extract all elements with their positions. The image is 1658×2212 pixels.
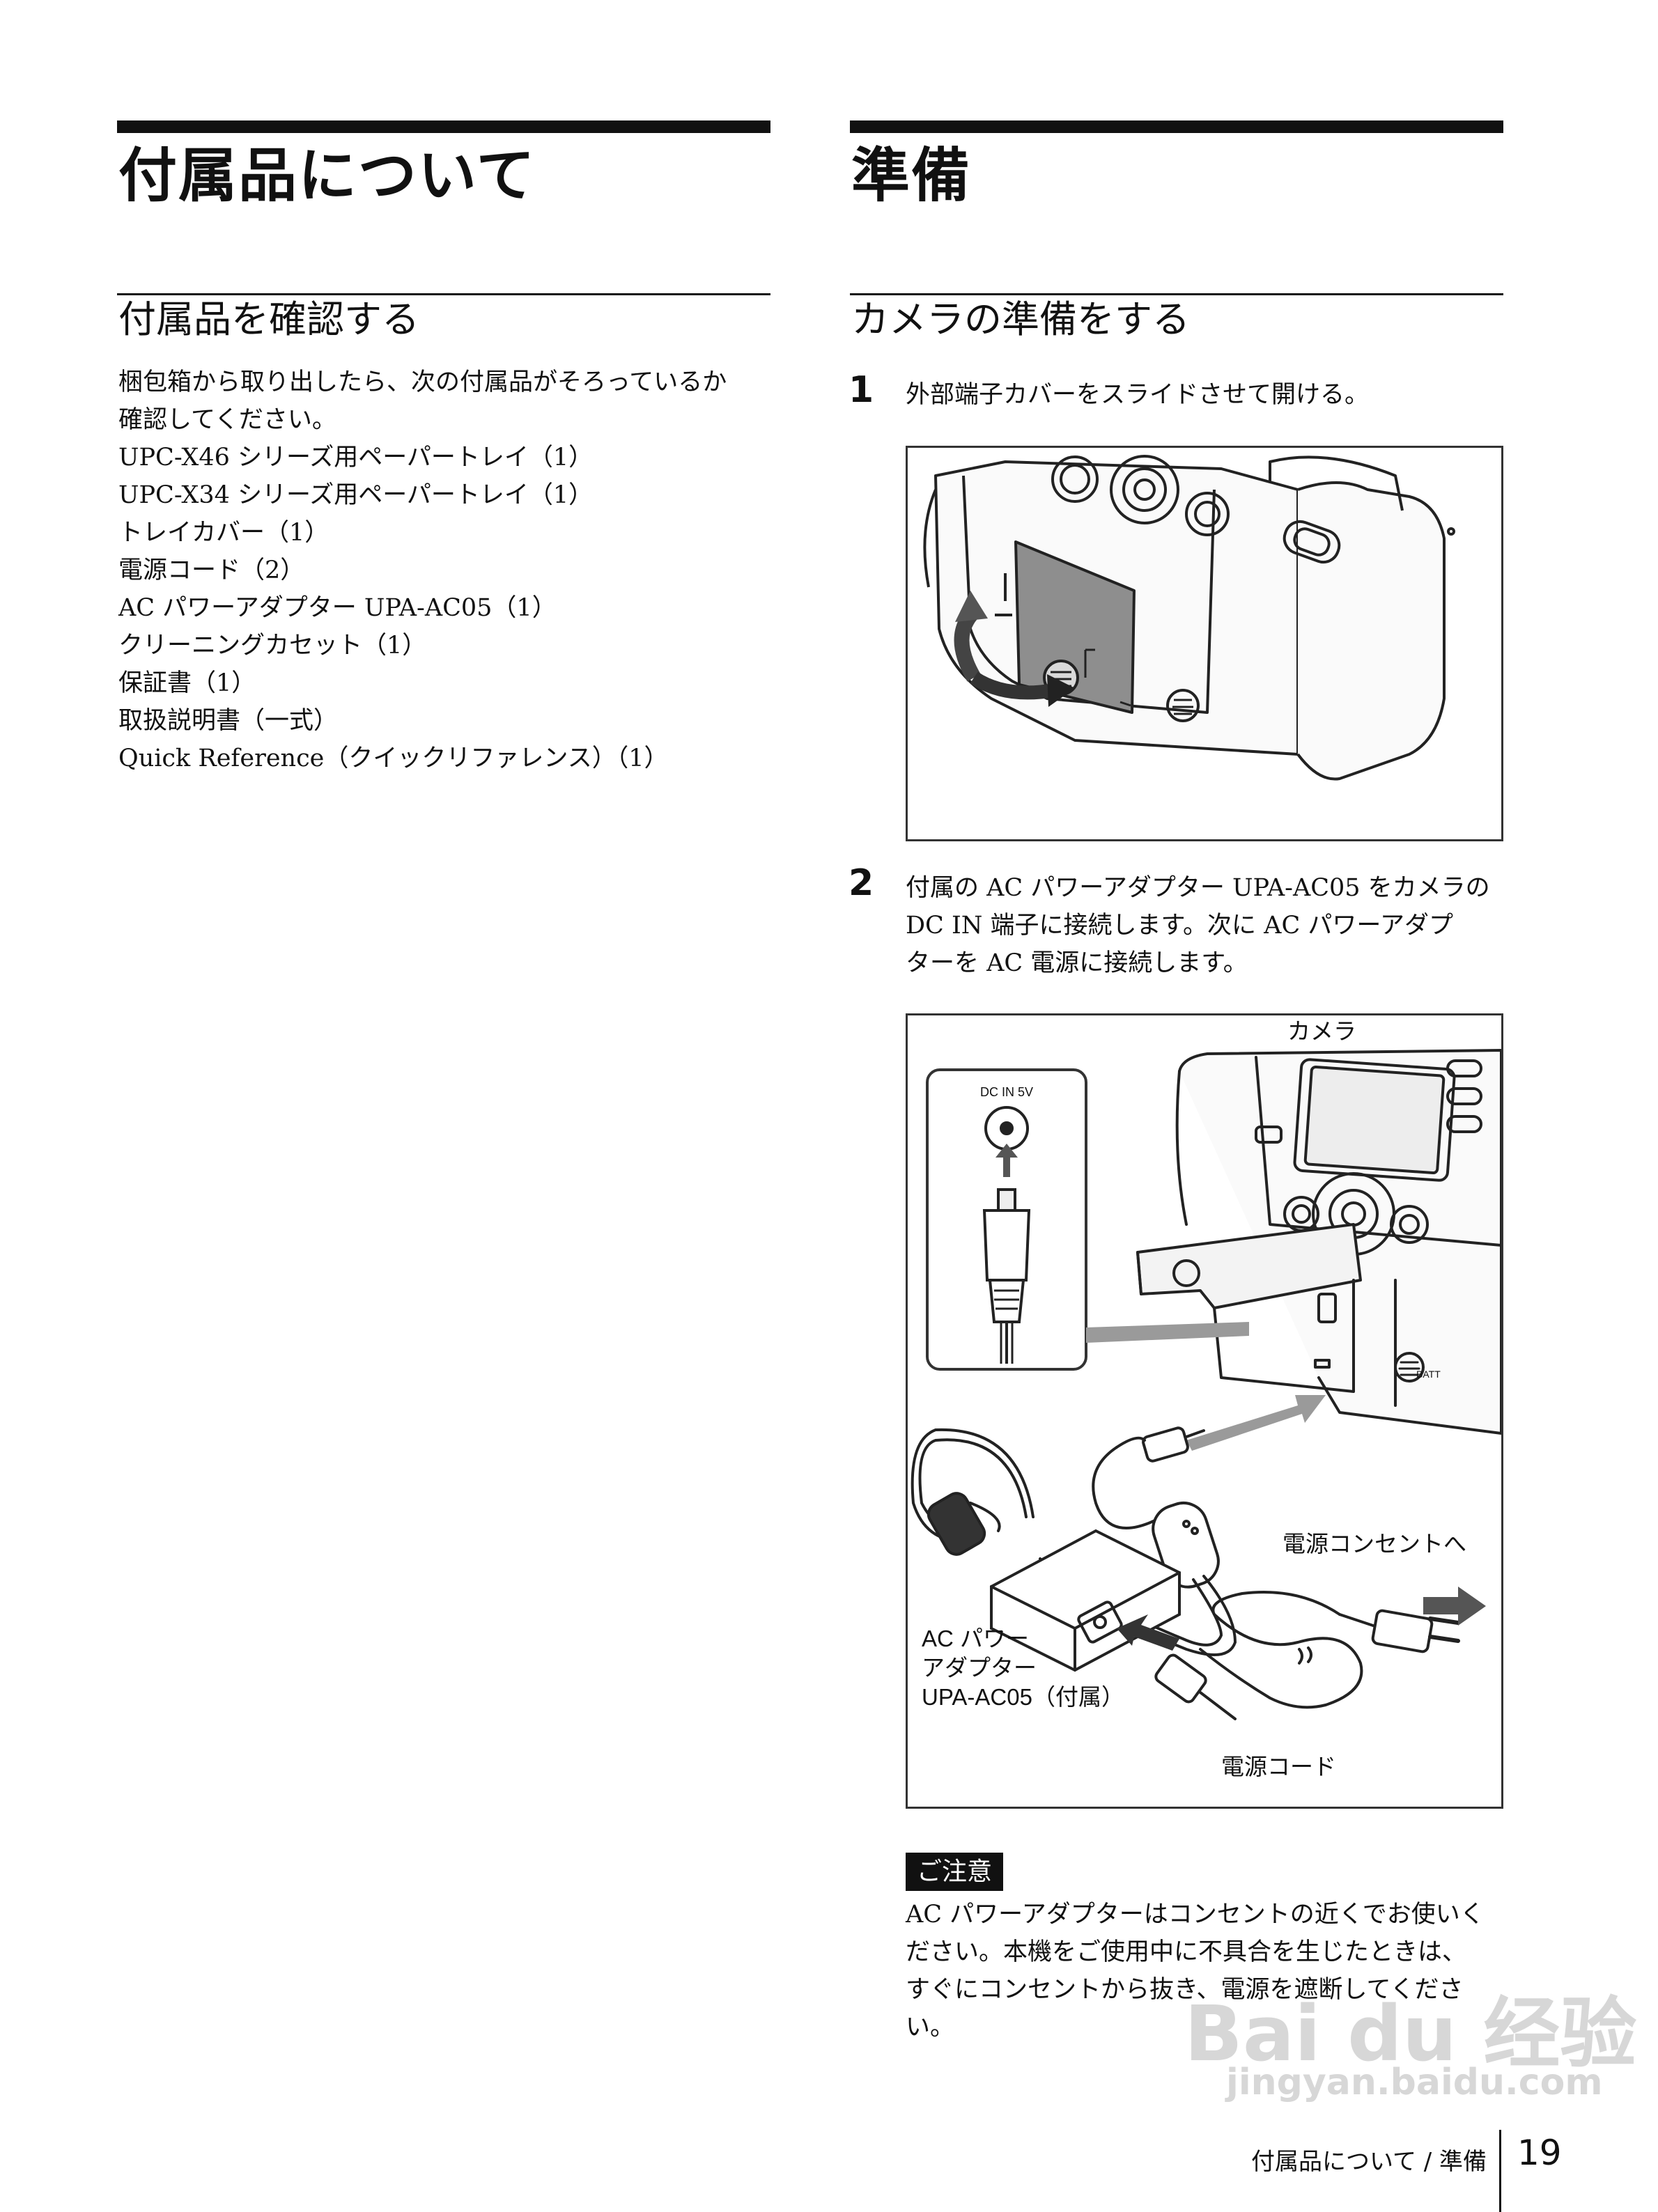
note-badge: ご注意 <box>906 1853 1004 1892</box>
chapter-title-right: 準備 <box>851 141 972 210</box>
adapter-label-line: UPA-AC05（付属） <box>922 1684 1124 1710</box>
page-number: 19 <box>1517 2133 1562 2173</box>
step-text: 外部端子カバーをスライドさせて開ける。 <box>906 376 1369 414</box>
batt-label: BATT <box>1416 1369 1441 1380</box>
note-line: い。 <box>906 2014 955 2041</box>
camera-cover-illustration <box>923 455 1455 781</box>
list-item: UPC-X46 シリーズ用ペーパートレイ（1） <box>118 444 594 472</box>
list-item: トレイカバー（1） <box>118 519 330 547</box>
list-item: 電源コード（2） <box>118 556 305 584</box>
section-rule-right <box>850 293 1503 295</box>
note-line: AC パワーアダプターはコンセントの近くでお使いく <box>906 1901 1485 1929</box>
adapter-label-line: AC パワー <box>922 1626 1029 1651</box>
footer-section: 付属品について / 準備 <box>1251 2148 1487 2176</box>
step-number: 1 <box>849 369 874 411</box>
chapter-title-left: 付属品について <box>118 141 536 210</box>
step-line: DC IN 端子に接続します。次に AC パワーアダプ <box>906 912 1453 940</box>
step-number: 2 <box>849 862 874 904</box>
step-text: 付属の AC パワーアダプター UPA-AC05 をカメラの DC IN 端子に… <box>906 869 1490 982</box>
list-item: 取扱説明書（一式） <box>118 707 339 735</box>
chapter-rule-left <box>117 120 770 133</box>
adapter-label-line: アダプター <box>922 1655 1037 1681</box>
intro-line: 確認してください。 <box>118 406 336 434</box>
outlet-label: 電源コンセントへ <box>1283 1531 1466 1557</box>
intro-line: 梱包箱から取り出したら、次の付属品がそろっているか <box>118 368 727 396</box>
list-item: UPC-X34 シリーズ用ペーパートレイ（1） <box>118 481 594 509</box>
list-item: クリーニングカセット（1） <box>118 632 427 660</box>
watermark-logo: Bai du 经验 <box>1184 1989 1637 2078</box>
step-line: ターを AC 電源に接続します。 <box>906 949 1248 977</box>
step-line: 付属の AC パワーアダプター UPA-AC05 をカメラの <box>906 874 1490 902</box>
note-text: AC パワーアダプターはコンセントの近くでお使いく ださい。本機をご使用中に不具… <box>906 1896 1485 2046</box>
note-line: ださい。本機をご使用中に不具合を生じたときは、 <box>906 1938 1467 1966</box>
camera-label: カメラ <box>1287 1018 1356 1044</box>
chapter-rule-right <box>850 120 1503 133</box>
step-line: 外部端子カバーをスライドさせて開ける。 <box>906 381 1370 409</box>
section-rule-left <box>117 293 770 295</box>
footer-divider <box>1499 2130 1501 2212</box>
list-item: AC パワーアダプター UPA-AC05（1） <box>118 594 557 622</box>
list-item: Quick Reference（クイックリファレンス）（1） <box>118 745 669 772</box>
accessory-list: 梱包箱から取り出したら、次の付属品がそろっているか 確認してください。 UPC-… <box>118 364 727 777</box>
list-item: 保証書（1） <box>118 669 256 697</box>
section-title-right: カメラの準備をする <box>851 297 1190 341</box>
ac-connection-illustration: DC IN 5V <box>911 1018 1501 1779</box>
cord-label: 電源コード <box>1221 1754 1336 1779</box>
figure-ac-connection: DC IN 5V <box>906 1013 1503 1809</box>
slide-arrow-icon <box>954 591 1075 707</box>
section-title-left: 付属品を確認する <box>118 297 419 341</box>
dcin-label: DC IN 5V <box>980 1085 1033 1099</box>
watermark-url: jingyan.baidu.com <box>1226 2062 1603 2103</box>
note-line: すぐにコンセントから抜き、電源を遮断してくださ <box>906 1976 1464 2004</box>
figure-camera-cover <box>906 446 1503 841</box>
